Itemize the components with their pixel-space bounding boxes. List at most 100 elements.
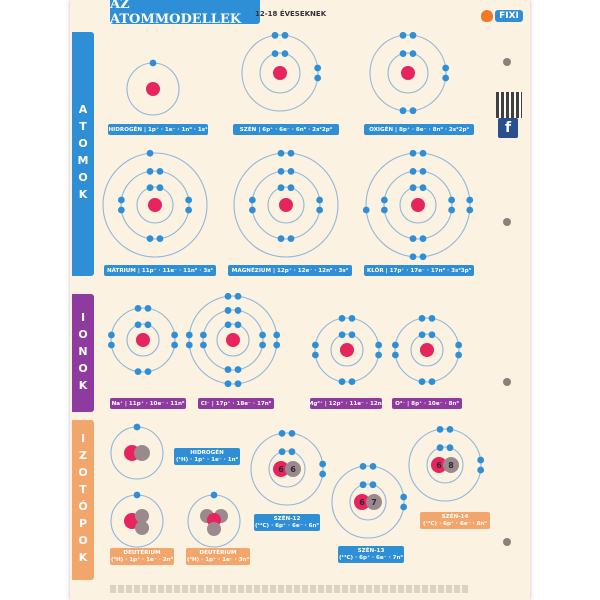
electron bbox=[271, 50, 279, 58]
electron bbox=[134, 368, 142, 376]
electron bbox=[271, 31, 279, 39]
electron bbox=[288, 429, 296, 437]
electron bbox=[380, 196, 388, 204]
age-range: 12-18 ÉVESEKNEK bbox=[255, 10, 327, 18]
electron bbox=[316, 196, 324, 204]
electron bbox=[419, 167, 427, 175]
electron bbox=[409, 31, 417, 39]
electron bbox=[319, 470, 327, 478]
neutron bbox=[135, 521, 149, 535]
electron bbox=[455, 341, 463, 349]
electron bbox=[281, 50, 289, 58]
electron bbox=[362, 206, 370, 214]
brand-logo: FIXI bbox=[480, 4, 524, 28]
electron bbox=[418, 314, 426, 322]
nucleus bbox=[420, 343, 434, 357]
electron-shell bbox=[349, 483, 387, 521]
nucleus bbox=[226, 333, 240, 347]
electron-shell bbox=[110, 307, 176, 373]
ion-models bbox=[107, 292, 463, 388]
electron bbox=[171, 331, 179, 339]
electron bbox=[259, 331, 266, 339]
electron bbox=[277, 149, 285, 157]
nucleus bbox=[411, 198, 425, 212]
electron bbox=[185, 341, 193, 349]
proton bbox=[354, 494, 370, 510]
electron bbox=[278, 429, 286, 437]
electron bbox=[224, 307, 232, 314]
electron-shell bbox=[259, 52, 301, 94]
electron bbox=[399, 107, 407, 115]
electron-shell bbox=[250, 432, 324, 506]
electron bbox=[185, 331, 193, 339]
electron bbox=[278, 448, 286, 456]
electron bbox=[409, 235, 417, 243]
proton-count: 6 bbox=[436, 461, 442, 470]
page-title: AZ ATOMMODELLEK bbox=[110, 0, 260, 27]
atom-oxygen bbox=[369, 31, 450, 115]
atom-label-sodium: NÁTRIUM | 11p⁺ · 11e⁻ · 11n⁰ · 3s¹ bbox=[104, 265, 216, 276]
ion-label-mg: Mg²⁺ | 12p⁺ · 11e⁻ · 12n⁰ bbox=[308, 398, 384, 409]
ion-mg bbox=[311, 314, 383, 386]
electron-shell bbox=[408, 428, 482, 502]
electron-shell bbox=[241, 34, 319, 112]
electron bbox=[146, 149, 154, 157]
electron bbox=[409, 107, 417, 115]
atom-label-oxygen: OXIGÉN | 8p⁺ · 8e⁻ · 8n⁰ · 2s²2p⁴ bbox=[364, 124, 474, 135]
atom-label-hydrogen: HIDROGÉN | 1p⁺ · 1e⁻ · 1n⁰ · 1s¹ bbox=[108, 124, 208, 135]
electron bbox=[359, 462, 367, 470]
electron bbox=[273, 341, 281, 349]
neutron bbox=[207, 522, 221, 536]
ion-label-cl: Cl⁻ | 17p⁺ · 18e⁻ · 17n⁰ bbox=[198, 398, 274, 409]
electron bbox=[369, 481, 377, 489]
electron-shell bbox=[331, 465, 405, 539]
electron bbox=[273, 331, 281, 339]
electron bbox=[409, 184, 417, 192]
nucleus bbox=[273, 66, 287, 80]
electron bbox=[419, 184, 427, 192]
binder-hole bbox=[503, 218, 511, 226]
electron bbox=[409, 50, 417, 58]
electron bbox=[400, 493, 408, 501]
electron bbox=[200, 341, 207, 349]
proton bbox=[431, 457, 447, 473]
electron bbox=[409, 149, 417, 157]
section-isotopes: IZOTÓPOK bbox=[72, 420, 94, 580]
electron-shell bbox=[267, 186, 305, 224]
brand-name: FIXI bbox=[495, 10, 523, 22]
electron bbox=[338, 314, 346, 322]
electron bbox=[446, 425, 454, 433]
electron bbox=[375, 341, 383, 349]
atom-models bbox=[102, 31, 474, 261]
neutron bbox=[134, 445, 150, 461]
electron bbox=[428, 331, 436, 339]
isotope-deuterium bbox=[110, 491, 164, 548]
ion-o bbox=[391, 314, 463, 386]
electron-shell bbox=[216, 323, 250, 357]
nucleus bbox=[136, 333, 150, 347]
proton-count: 6 bbox=[278, 465, 284, 474]
atom-magnesium bbox=[233, 149, 339, 258]
electron bbox=[234, 380, 242, 388]
fox-logo-icon bbox=[481, 10, 494, 22]
electron bbox=[107, 341, 115, 349]
electron bbox=[234, 292, 242, 300]
electron bbox=[224, 380, 232, 388]
electron bbox=[477, 466, 485, 474]
isotope-label-hydrogen: HIDROGÉN(¹H) · 1p⁺ · 1e⁻ · 1n⁰ bbox=[174, 448, 240, 465]
electron bbox=[234, 321, 242, 329]
electron bbox=[287, 235, 295, 243]
electron bbox=[448, 196, 456, 204]
nucleus bbox=[279, 198, 293, 212]
isotope-hydrogen bbox=[110, 423, 164, 480]
facebook-icon: f bbox=[498, 118, 518, 138]
atom-chlorine bbox=[362, 149, 474, 261]
electron bbox=[428, 378, 436, 386]
electron bbox=[419, 235, 427, 243]
ion-label-na: Na⁺ | 11p⁺ · 10e⁻ · 11n⁰ bbox=[110, 398, 186, 409]
electron bbox=[446, 444, 454, 452]
electron-shell bbox=[399, 186, 437, 224]
electron bbox=[185, 196, 193, 204]
